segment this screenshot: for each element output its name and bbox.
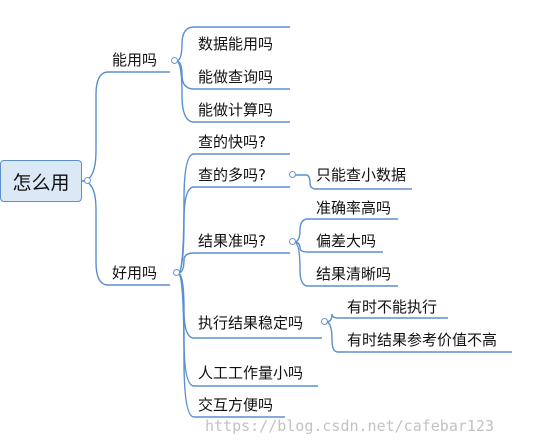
root-label: 怎么用	[12, 171, 70, 194]
branch-nengyong-collapse-icon[interactable]	[171, 57, 178, 64]
node-piancha-label[interactable]: 偏差大吗	[316, 232, 377, 250]
connector-nengyong-1	[175, 26, 290, 62]
node-kuai-label[interactable]: 查的快吗?	[198, 133, 266, 151]
root-node[interactable]: 怎么用	[0, 160, 82, 202]
node-zhun-collapse-icon[interactable]	[289, 238, 296, 245]
node-xiaoshuju-label[interactable]: 只能查小数据	[316, 166, 407, 184]
branch-haoyong-label[interactable]: 好用吗	[112, 264, 158, 282]
node-chaxun-label[interactable]: 能做查询吗	[198, 68, 274, 86]
node-zhunquelv-label[interactable]: 准确率高吗	[316, 199, 392, 217]
connector-root-nengyong	[81, 71, 170, 182]
node-zhun-label[interactable]: 结果准吗?	[198, 232, 266, 250]
node-duo-collapse-icon[interactable]	[289, 171, 296, 178]
connector-root-haoyong	[81, 180, 170, 286]
node-duo-label[interactable]: 查的多吗?	[198, 166, 266, 184]
node-shuju-label[interactable]: 数据能用吗	[198, 35, 274, 53]
node-buneng-label[interactable]: 有时不能执行	[347, 298, 438, 316]
branch-nengyong-label[interactable]: 能用吗	[112, 51, 158, 69]
node-wending-collapse-icon[interactable]	[321, 318, 328, 325]
branch-haoyong-collapse-icon[interactable]	[173, 269, 180, 276]
node-wending-label[interactable]: 执行结果稳定吗	[198, 314, 304, 332]
node-cankao-label[interactable]: 有时结果参考价值不高	[347, 331, 498, 349]
node-qingxi-label[interactable]: 结果清晰吗	[316, 265, 392, 283]
node-jiaohu-label[interactable]: 交互方便吗	[198, 396, 274, 414]
node-jisuan-label[interactable]: 能做计算吗	[198, 101, 274, 119]
node-gongzuoliang-label[interactable]: 人工工作量小吗	[198, 364, 304, 382]
root-collapse-icon[interactable]	[84, 177, 91, 184]
watermark-text: https://blog.csdn.net/cafebar123	[205, 417, 494, 435]
